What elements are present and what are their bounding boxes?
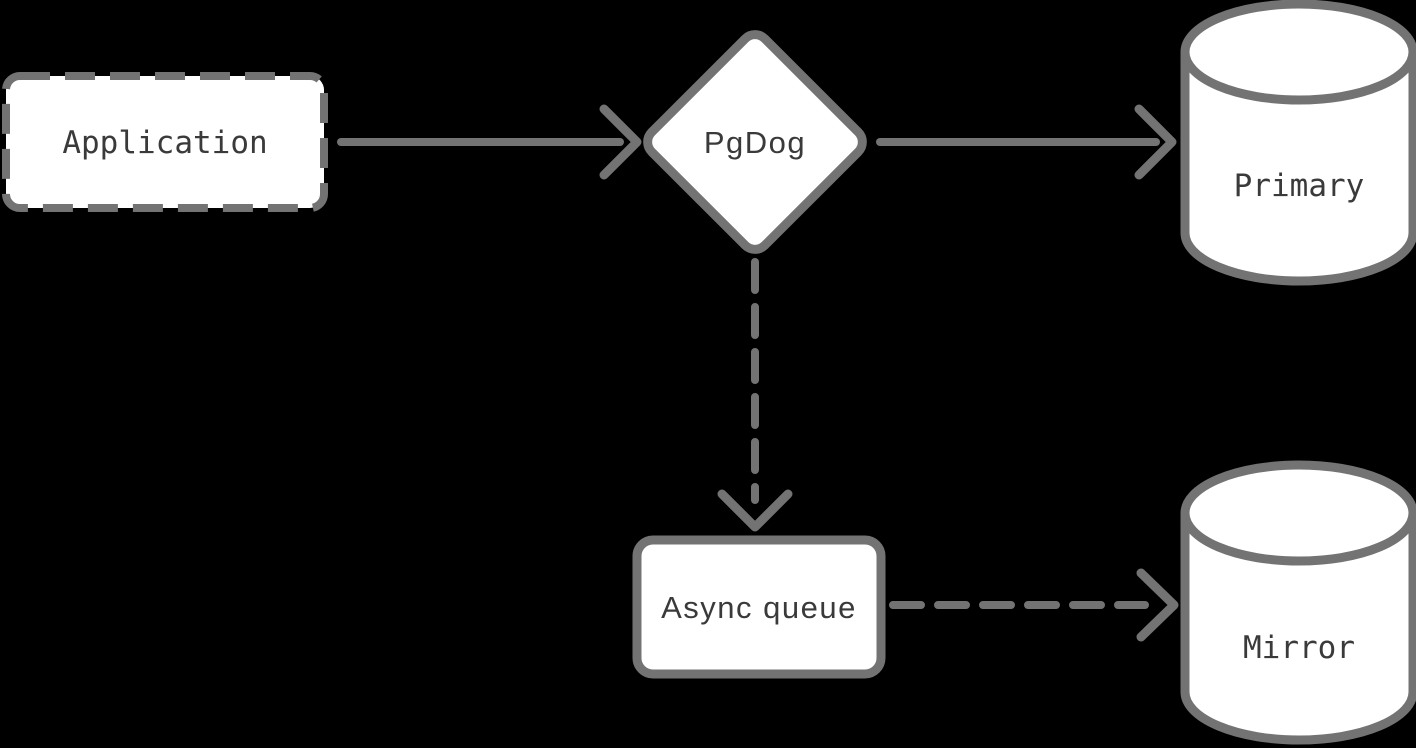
arrowhead-right-icon bbox=[599, 104, 642, 180]
application-label: Application bbox=[62, 125, 267, 161]
node-pgdog: PgDog bbox=[643, 30, 867, 254]
node-primary: Primary bbox=[1180, 0, 1416, 286]
pgdog-diamond bbox=[643, 30, 867, 254]
mirror-cylinder-top bbox=[1180, 460, 1416, 566]
arrowhead-down-icon bbox=[717, 489, 793, 532]
node-async-queue: Async queue bbox=[632, 535, 886, 679]
node-application: Application bbox=[2, 72, 328, 212]
edge-async-queue-mirror bbox=[889, 568, 1179, 642]
mirror-cylinder-body bbox=[1180, 513, 1416, 745]
primary-cylinder-body bbox=[1180, 52, 1416, 286]
primary-label: Primary bbox=[1234, 168, 1365, 204]
pgdog-label: PgDog bbox=[704, 125, 806, 160]
edge-pgdog-primary bbox=[876, 104, 1177, 180]
arrowhead-right-icon bbox=[1134, 104, 1177, 180]
mirror-label: Mirror bbox=[1243, 630, 1355, 666]
node-mirror: Mirror bbox=[1180, 460, 1416, 745]
async-queue-label: Async queue bbox=[661, 590, 857, 625]
edge-application-pgdog bbox=[337, 104, 642, 180]
primary-cylinder-top bbox=[1180, 0, 1416, 105]
edge-pgdog-async-queue bbox=[717, 258, 793, 532]
async-queue-box bbox=[632, 535, 886, 679]
application-box bbox=[2, 72, 328, 212]
arrowhead-right-icon bbox=[1136, 568, 1179, 642]
